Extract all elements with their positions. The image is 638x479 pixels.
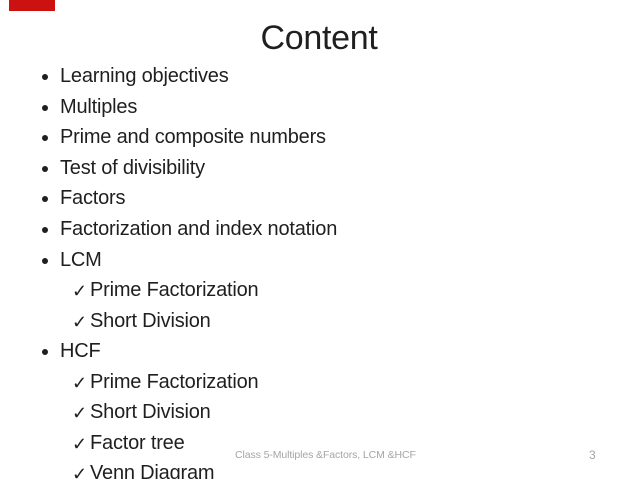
list-item-label: LCM xyxy=(60,248,102,271)
bullet-dot xyxy=(42,74,48,81)
list-item: Learning objectives xyxy=(42,62,638,93)
list-item-label: Short Division xyxy=(90,401,211,424)
list-item-label: Prime Factorization xyxy=(90,370,259,393)
bullet-icon xyxy=(42,349,60,356)
bullet-icon xyxy=(42,74,60,81)
checkmark-icon: ✓ xyxy=(72,433,87,454)
list-item: Multiples xyxy=(42,93,638,124)
list-item-label: Factorization and index notation xyxy=(60,218,338,240)
bullet-dot xyxy=(42,165,48,172)
list-item: LCM xyxy=(42,245,638,276)
list-item: ✓Prime Factorization xyxy=(72,367,638,398)
list-item-label: Prime and composite numbers xyxy=(60,126,326,149)
bullet-icon xyxy=(42,104,60,111)
checkmark-icon: ✓ xyxy=(72,372,87,393)
red-progress-marker xyxy=(9,0,55,11)
bullet-dot xyxy=(42,135,48,142)
checkmark-icon: ✓ xyxy=(72,464,87,479)
footer-caption: Class 5-Multiples &Factors, LCM &HCF xyxy=(235,449,416,461)
list-item-label: HCF xyxy=(60,340,101,363)
list-item: ✓Prime Factorization xyxy=(72,276,638,307)
checkmark-icon: ✓ xyxy=(72,311,87,332)
list-item: HCF xyxy=(42,337,638,368)
list-item: ✓Short Division xyxy=(72,306,638,337)
checkmark-icon: ✓ xyxy=(72,281,87,302)
list-item-label: Short Division xyxy=(90,309,211,332)
list-item: Factorization and index notation xyxy=(42,215,638,246)
bullet-dot xyxy=(42,257,48,264)
page-title: Content xyxy=(260,19,378,57)
list-item: Factors xyxy=(42,184,638,215)
bullet-icon xyxy=(42,227,60,233)
list-item-label: Learning objectives xyxy=(60,65,229,88)
bullet-icon xyxy=(42,135,60,142)
list-item-label: Prime Factorization xyxy=(90,279,259,302)
bullet-dot xyxy=(42,104,48,111)
bullet-icon xyxy=(42,257,60,264)
checkmark-icon: ✓ xyxy=(72,403,87,424)
list-item-label: Venn Diagram xyxy=(90,462,215,479)
bullet-dot xyxy=(42,349,48,356)
list-item-label: Factors xyxy=(60,187,126,210)
bullet-dot xyxy=(42,196,48,203)
list-item-label: Multiples xyxy=(60,95,138,118)
list-item-label: Factor tree xyxy=(90,431,185,454)
page-number: 3 xyxy=(589,448,596,462)
list-item: Prime and composite numbers xyxy=(42,123,638,154)
list-item: ✓Short Division xyxy=(72,398,638,429)
bullet-icon xyxy=(42,196,60,203)
bullet-icon xyxy=(42,165,60,172)
bullet-dot xyxy=(42,227,48,233)
list-item: ✓Factor tree xyxy=(72,429,638,460)
list-item: ✓Venn Diagram xyxy=(72,459,638,479)
list-item-label: Test of divisibility xyxy=(60,156,205,179)
list-item: Test of divisibility xyxy=(42,154,638,185)
